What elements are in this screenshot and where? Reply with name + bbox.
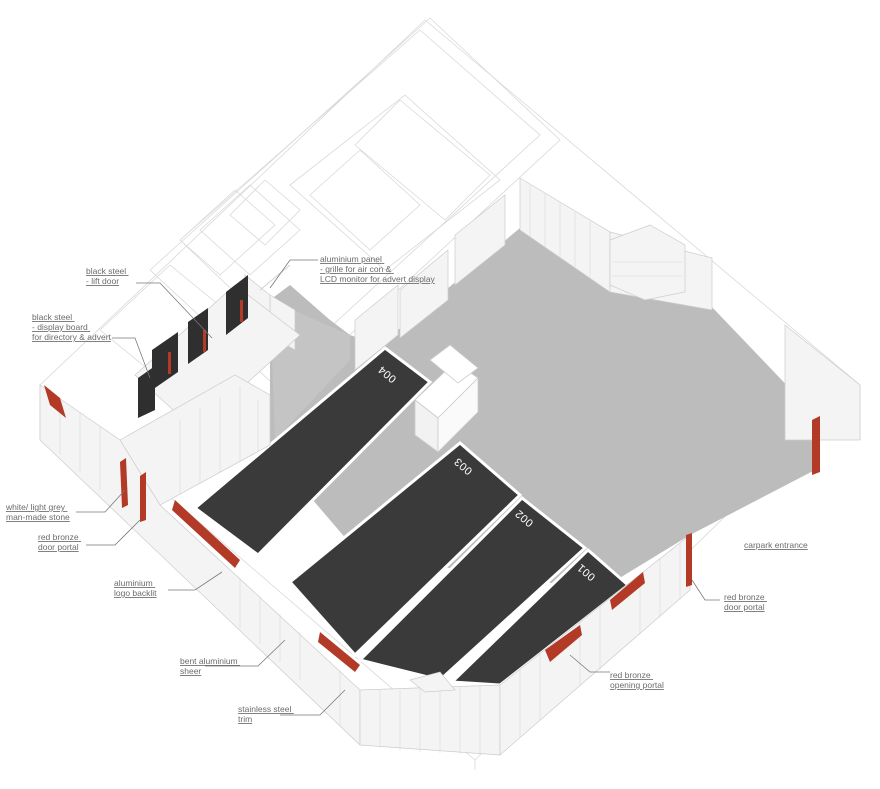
leader-lines [76,259,720,716]
bronze-portal [44,385,66,418]
bronze-portal [318,632,360,672]
perimeter-facade [39,384,691,756]
label-bent-aluminium-sheer: bent aluminium sheer [180,656,240,676]
label-red-bronze-door-portal-left: red bronze door portal [38,532,81,552]
parking-bay-003 [287,441,523,658]
lift-lobby [119,264,301,506]
bronze-portal [140,472,146,522]
label-red-bronze-opening-portal: red bronze opening portal [610,670,664,690]
label-black-steel-display-board: black steel - display board for director… [32,312,112,342]
bronze-portal [172,500,240,568]
bronze-portal [120,458,128,508]
red-bronze-portals [44,385,820,672]
bronze-portal [812,416,820,475]
label-man-made-stone: white/ light grey man-made stone [5,502,70,522]
display-board [138,366,155,418]
annotations: black steel - lift door black steel - di… [5,254,808,724]
parking-bays: 004 003 002 001 [192,346,631,687]
parking-bay-004 [192,346,433,557]
bronze-portal [545,625,582,662]
label-aluminium-panel: aluminium panel - grille for air con & L… [320,254,436,284]
display-board [152,332,178,390]
bronze-portal [686,533,692,587]
label-red-bronze-door-portal-right: red bronze door portal [724,592,767,612]
rear-wall [354,177,861,441]
label-stainless-steel-trim: stainless steel trim [238,704,294,724]
label-aluminium-logo-backlit: aluminium logo backlit [114,578,157,598]
label-black-steel-lift-door: black steel - lift door [86,266,129,286]
bronze-portal [610,572,645,610]
label-carpark-entrance: carpark entrance [744,540,808,550]
column-block [414,344,479,453]
